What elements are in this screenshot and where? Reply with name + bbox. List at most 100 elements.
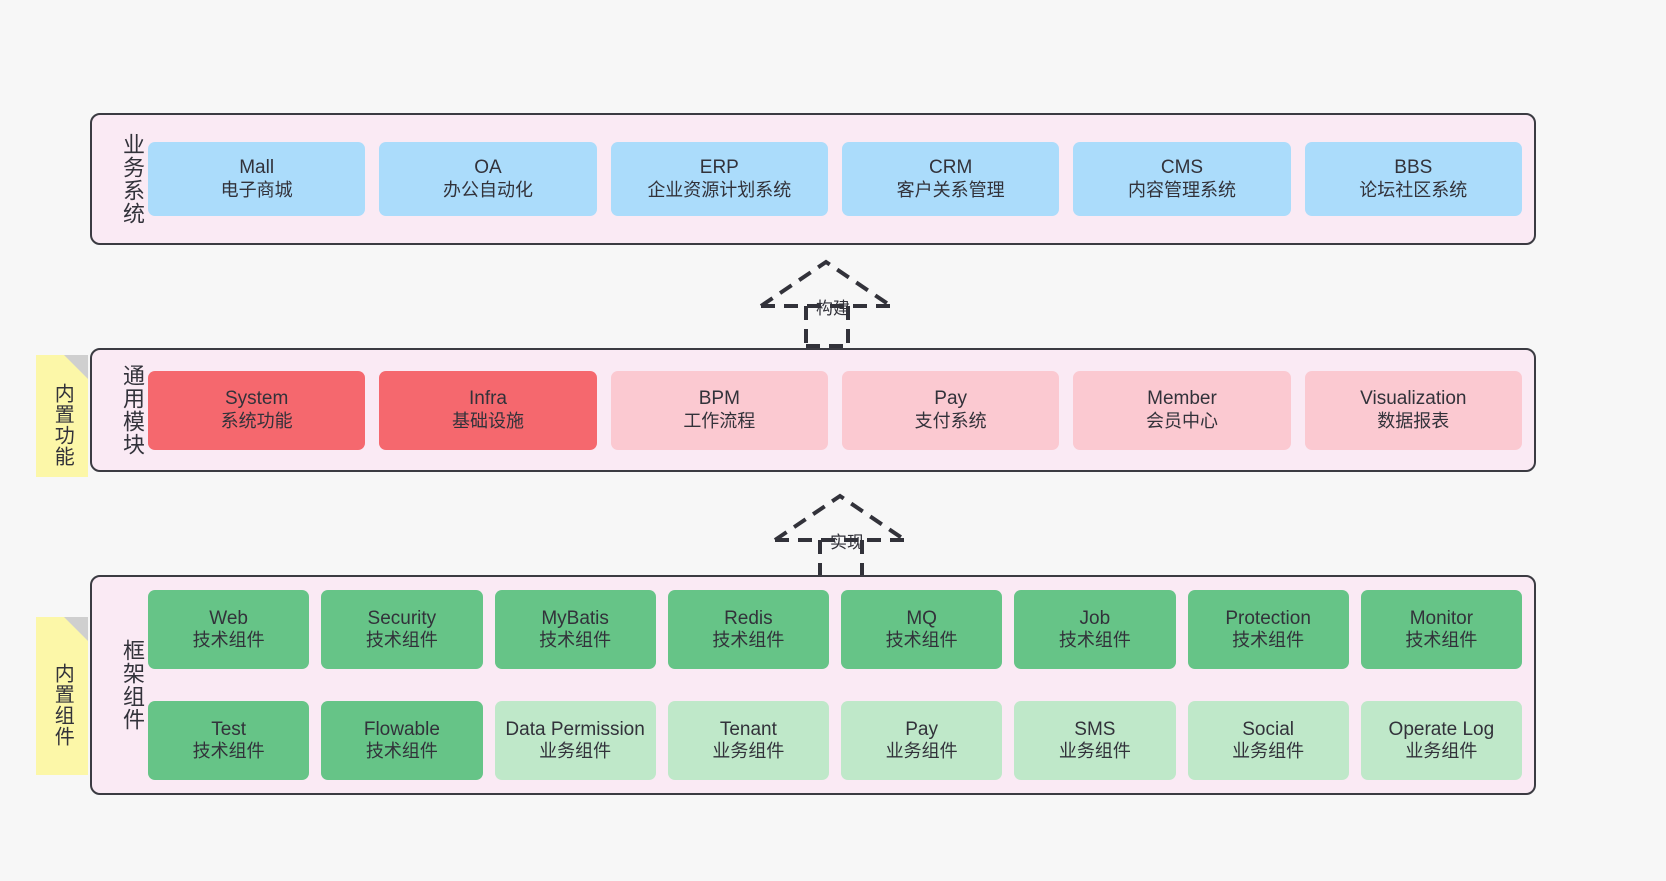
component-name: SMS xyxy=(1074,718,1116,740)
component-name: Operate Log xyxy=(1388,718,1495,740)
module-card-erp[interactable]: ERP 企业资源计划系统 xyxy=(610,142,828,216)
module-subtitle: 论坛社区系统 xyxy=(1359,179,1468,200)
build-arrow-label: 构建 xyxy=(816,299,850,318)
module-card-bbs[interactable]: BBS 论坛社区系统 xyxy=(1304,142,1522,216)
module-name: BPM xyxy=(698,388,740,410)
component-subtitle: 技术组件 xyxy=(1058,630,1131,651)
module-card-mall[interactable]: Mall 电子商城 xyxy=(148,142,366,216)
layer-label-common-modules: 通用模块 xyxy=(120,364,145,456)
component-subtitle: 技术组件 xyxy=(712,630,785,651)
component-subtitle: 技术组件 xyxy=(885,630,958,651)
component-subtitle: 技术组件 xyxy=(1232,630,1305,651)
module-card-crm[interactable]: CRM 客户关系管理 xyxy=(841,142,1060,216)
component-card-mybatis[interactable]: MyBatis 技术组件 xyxy=(494,590,656,669)
module-name: BBS xyxy=(1394,157,1433,179)
component-name: Data Permission xyxy=(505,718,645,740)
card-row: Mall 电子商城 OA 办公自动化 ERP 企业资源计划系统 CRM 客户关系… xyxy=(148,115,1522,243)
builtin-features-note: 内置功能 xyxy=(36,355,88,477)
module-subtitle: 企业资源计划系统 xyxy=(647,179,792,200)
module-subtitle: 系统功能 xyxy=(220,410,293,431)
component-name: Tenant xyxy=(719,718,777,740)
component-name: Protection xyxy=(1225,607,1311,629)
module-subtitle: 支付系统 xyxy=(914,410,987,431)
component-card-redis[interactable]: Redis 技术组件 xyxy=(667,590,829,669)
layer-body-framework-components: Web 技术组件 Security 技术组件 MyBatis 技术组件 Redi… xyxy=(144,577,1534,793)
module-card-system[interactable]: System 系统功能 xyxy=(148,370,366,450)
note-fold-corner-icon xyxy=(64,617,88,641)
module-card-infra[interactable]: Infra 基础设施 xyxy=(379,370,597,450)
component-subtitle: 技术组件 xyxy=(365,630,438,651)
component-name: Pay xyxy=(905,718,938,740)
module-name: OA xyxy=(474,157,502,179)
note-label: 内置功能 xyxy=(51,383,74,467)
component-card-sms[interactable]: SMS 业务组件 xyxy=(1014,701,1176,780)
component-name: Security xyxy=(367,607,437,629)
component-card-web[interactable]: Web 技术组件 xyxy=(148,590,310,669)
module-card-oa[interactable]: OA 办公自动化 xyxy=(379,142,597,216)
component-card-pay[interactable]: Pay 业务组件 xyxy=(841,701,1003,780)
component-name: Social xyxy=(1242,718,1294,740)
layer-panel-business-systems: 业务系统 Mall 电子商城 OA 办公自动化 ERP 企业资源计划系统 CRM… xyxy=(90,113,1536,245)
component-subtitle: 技术组件 xyxy=(1405,630,1478,651)
component-subtitle: 业务组件 xyxy=(712,741,785,762)
component-card-operate-log[interactable]: Operate Log 业务组件 xyxy=(1360,701,1522,780)
component-subtitle: 技术组件 xyxy=(192,630,265,651)
component-name: Test xyxy=(211,718,247,740)
module-subtitle: 工作流程 xyxy=(683,410,756,431)
module-subtitle: 基础设施 xyxy=(451,410,524,431)
card-row: Web 技术组件 Security 技术组件 MyBatis 技术组件 Redi… xyxy=(148,577,1522,682)
component-name: Web xyxy=(209,607,248,629)
component-subtitle: 业务组件 xyxy=(1058,741,1131,762)
layer-label-business-systems: 业务系统 xyxy=(120,133,145,225)
module-name: Infra xyxy=(468,388,507,410)
builtin-components-note: 内置组件 xyxy=(36,617,88,775)
component-name: Monitor xyxy=(1409,607,1474,629)
build-arrow: 构建 xyxy=(756,258,906,348)
layer-label-framework-components: 框架组件 xyxy=(120,639,145,731)
component-name: Flowable xyxy=(363,718,440,740)
layer-panel-framework-components: 框架组件 Web 技术组件 Security 技术组件 MyBatis 技术组件… xyxy=(90,575,1536,795)
component-subtitle: 业务组件 xyxy=(1232,741,1305,762)
component-name: MyBatis xyxy=(541,607,609,629)
component-card-job[interactable]: Job 技术组件 xyxy=(1014,590,1176,669)
module-card-visualization[interactable]: Visualization 数据报表 xyxy=(1304,370,1522,450)
module-subtitle: 客户关系管理 xyxy=(896,179,1005,200)
module-name: Member xyxy=(1147,388,1217,410)
component-subtitle: 技术组件 xyxy=(192,741,265,762)
module-name: Mall xyxy=(239,157,275,179)
layer-body-business-systems: Mall 电子商城 OA 办公自动化 ERP 企业资源计划系统 CRM 客户关系… xyxy=(144,115,1534,243)
layer-body-common-modules: System 系统功能 Infra 基础设施 BPM 工作流程 Pay 支付系统… xyxy=(144,350,1534,470)
component-name: MQ xyxy=(906,607,937,629)
module-card-bpm[interactable]: BPM 工作流程 xyxy=(610,370,828,450)
note-label: 内置组件 xyxy=(51,663,74,747)
module-name: System xyxy=(224,388,289,410)
module-card-cms[interactable]: CMS 内容管理系统 xyxy=(1073,142,1291,216)
module-subtitle: 会员中心 xyxy=(1145,410,1218,431)
component-name: Redis xyxy=(724,607,773,629)
component-subtitle: 技术组件 xyxy=(365,741,438,762)
module-card-pay[interactable]: Pay 支付系统 xyxy=(841,370,1060,450)
module-name: CRM xyxy=(929,157,973,179)
component-subtitle: 业务组件 xyxy=(539,741,612,762)
module-card-member[interactable]: Member 会员中心 xyxy=(1073,370,1291,450)
module-subtitle: 电子商城 xyxy=(220,179,293,200)
component-card-mq[interactable]: MQ 技术组件 xyxy=(841,590,1003,669)
module-subtitle: 办公自动化 xyxy=(442,179,533,200)
component-card-data-permission[interactable]: Data Permission 业务组件 xyxy=(494,701,656,780)
module-subtitle: 内容管理系统 xyxy=(1127,179,1236,200)
component-card-protection[interactable]: Protection 技术组件 xyxy=(1187,590,1349,669)
card-row: Test 技术组件 Flowable 技术组件 Data Permission … xyxy=(148,688,1522,793)
component-card-flowable[interactable]: Flowable 技术组件 xyxy=(321,701,483,780)
component-card-monitor[interactable]: Monitor 技术组件 xyxy=(1360,590,1522,669)
component-card-social[interactable]: Social 业务组件 xyxy=(1187,701,1349,780)
module-name: Pay xyxy=(934,388,968,410)
component-subtitle: 业务组件 xyxy=(1405,741,1478,762)
component-name: Job xyxy=(1079,607,1111,629)
component-card-security[interactable]: Security 技术组件 xyxy=(321,590,483,669)
component-card-tenant[interactable]: Tenant 业务组件 xyxy=(667,701,829,780)
component-card-test[interactable]: Test 技术组件 xyxy=(148,701,310,780)
layer-panel-common-modules: 通用模块 System 系统功能 Infra 基础设施 BPM 工作流程 Pay… xyxy=(90,348,1536,472)
module-name: CMS xyxy=(1160,157,1204,179)
module-subtitle: 数据报表 xyxy=(1377,410,1450,431)
